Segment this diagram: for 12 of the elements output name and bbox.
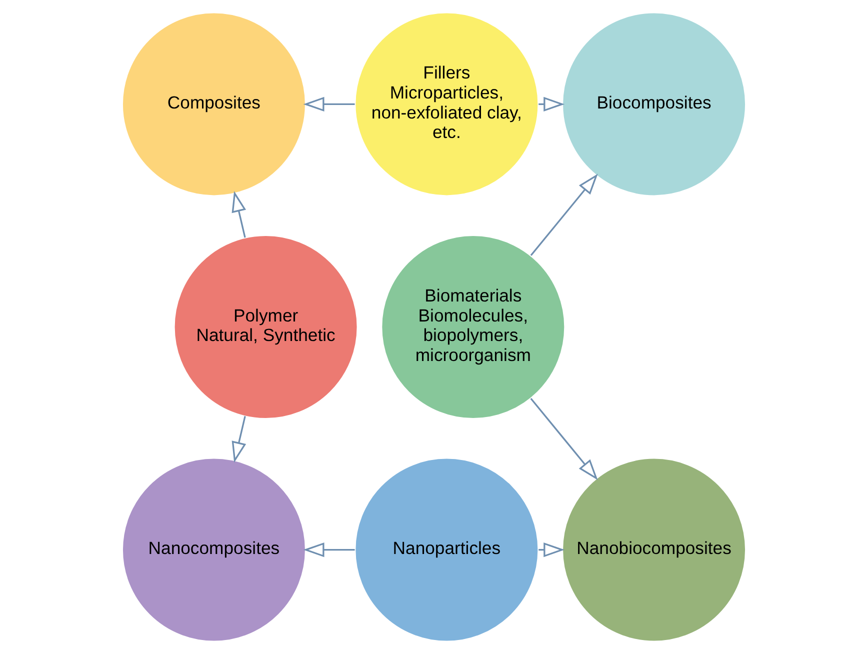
arrow (530, 174, 598, 256)
node-circle: Fillers Microparticles, non-exfoliated clay, etc. (354, 12, 538, 196)
node-circle: Nanoparticles (354, 458, 538, 642)
node-circle: Biomaterials Biomolecules, biopolymers, microorganism (380, 234, 565, 420)
arrow (302, 542, 354, 558)
arrow (530, 398, 598, 480)
node-circle: Nanocomposites (121, 458, 306, 642)
arrow (231, 191, 246, 238)
node-circle: Composites (121, 12, 306, 196)
arrow (302, 96, 354, 112)
arrow (231, 416, 246, 463)
node-circle: Polymer Natural, Synthetic (173, 234, 358, 420)
